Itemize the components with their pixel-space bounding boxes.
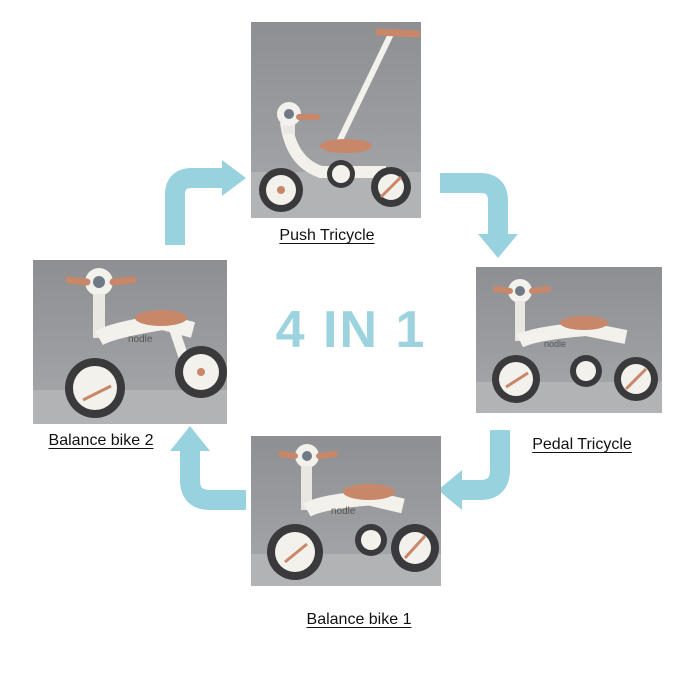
balance-bike-1-label: Balance bike 1 (306, 611, 412, 628)
push-tricycle-label: Push Tricycle (279, 227, 375, 244)
arrow-to-push-tricycle (165, 160, 246, 245)
pedal-tricycle-photo: nodle (476, 267, 662, 413)
balance-bike-2-photo: nodle (33, 260, 227, 424)
arrow-to-pedal-tricycle (440, 173, 518, 258)
svg-text:nodle: nodle (128, 334, 153, 345)
four-in-one-title: 4 IN 1 (275, 301, 427, 359)
push-tricycle-illustration (251, 28, 421, 218)
balance-bike-1-photo: nodle (251, 436, 441, 586)
push-tricycle-photo (251, 22, 421, 218)
svg-text:nodle: nodle (544, 339, 566, 349)
arrow-to-balance-bike-2 (170, 426, 246, 510)
balance-bike-1-illustration: nodle (251, 444, 441, 586)
pedal-tricycle-label: Pedal Tricycle (532, 436, 632, 453)
balance-bike-2-label: Balance bike 2 (48, 432, 154, 449)
arrow-to-balance-bike-1 (438, 430, 510, 510)
balance-bike-2-illustration: nodle (33, 268, 227, 424)
svg-text:nodle: nodle (331, 506, 356, 517)
pedal-tricycle-illustration: nodle (476, 279, 662, 413)
